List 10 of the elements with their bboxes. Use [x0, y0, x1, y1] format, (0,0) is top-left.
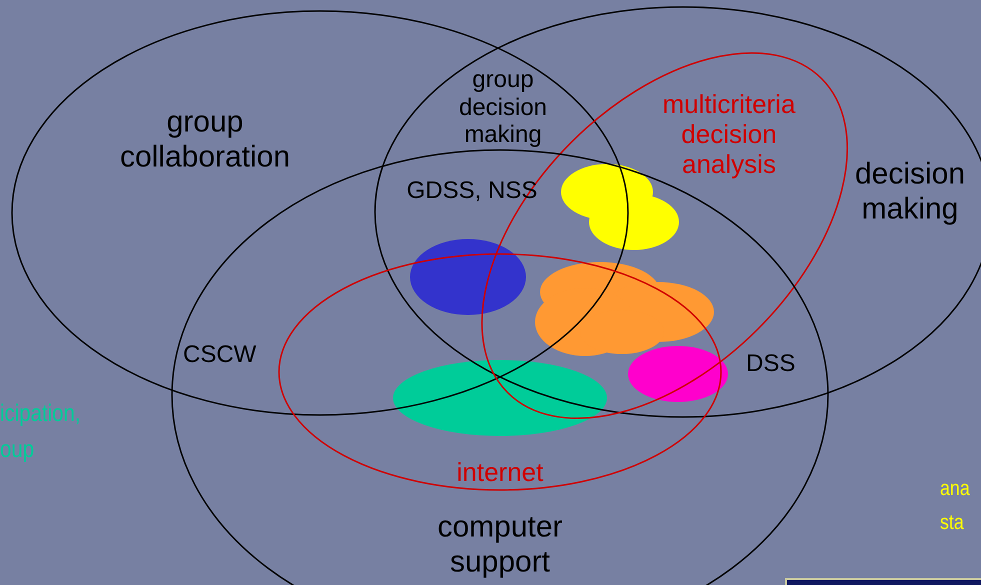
set-label: internet — [456, 458, 544, 488]
region-label: icipation, oup — [0, 399, 82, 465]
region-label: DSS — [746, 350, 796, 378]
set-label: computer support — [436, 510, 564, 580]
set-label: group collaboration — [118, 106, 292, 174]
region-label: group decision making — [458, 66, 548, 149]
region-label: ana sta — [940, 476, 971, 536]
region-label: CSCW — [183, 341, 258, 369]
set-label: multicriteria decision analysis — [662, 90, 796, 180]
set-label: decision making — [854, 158, 966, 226]
